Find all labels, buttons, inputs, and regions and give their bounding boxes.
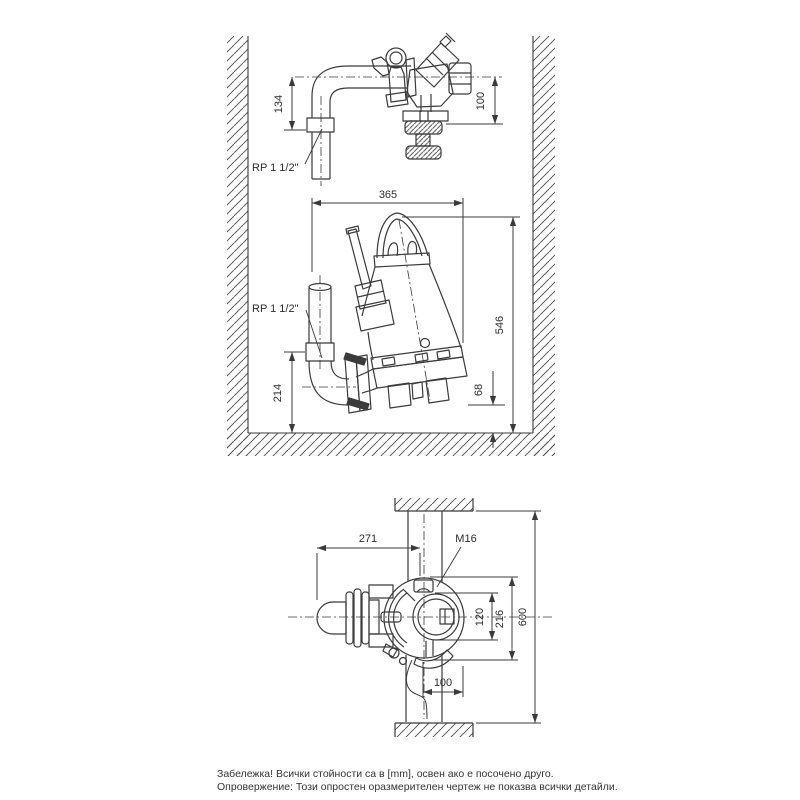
dimensions-front xyxy=(284,77,520,448)
pump-top-view xyxy=(288,498,552,737)
shaft-key xyxy=(439,608,455,625)
pit-walls-and-floor xyxy=(227,36,555,456)
guide-rail xyxy=(345,225,395,332)
dim-546 xyxy=(402,216,520,433)
pipe-coupling xyxy=(306,117,335,133)
note-line-2: Опровержение: Този опростен оразмерителе… xyxy=(217,781,618,793)
upper-wall xyxy=(394,498,474,512)
dim-68 xyxy=(468,371,505,448)
dim-365 xyxy=(311,198,464,343)
discharge-flange xyxy=(343,352,372,414)
dim-120 xyxy=(435,592,498,641)
dim-365-label: 365 xyxy=(379,189,397,201)
dim-271-label: 271 xyxy=(359,533,377,545)
dim-100-valve-label: 100 xyxy=(475,92,487,110)
rp-top-label: RP 1 1/2" xyxy=(252,162,299,174)
bracket-tab xyxy=(368,633,394,648)
elbow-pipe xyxy=(306,65,411,180)
hex-union xyxy=(448,62,472,95)
footer-notes: Забележка! Всички стойности са в [mm], о… xyxy=(217,768,618,793)
pump-body xyxy=(361,212,462,401)
left-wall-hatch xyxy=(227,36,248,456)
dim-100-offset xyxy=(422,662,464,697)
nameplate-emblem xyxy=(419,337,431,349)
flange-bolt-top xyxy=(343,352,367,366)
dim-600 xyxy=(476,510,541,724)
lifting-handle xyxy=(376,212,429,259)
dim-134-label: 134 xyxy=(273,95,285,113)
dim-216-label: 216 xyxy=(494,610,506,628)
clamp-foot xyxy=(385,91,409,108)
right-wall-hatch xyxy=(533,36,555,456)
dim-214-label: 214 xyxy=(272,384,284,402)
dim-100-valve xyxy=(446,77,503,125)
dim-120-label: 120 xyxy=(474,608,486,626)
note-line-1: Забележка! Всички стойности са в [mm], о… xyxy=(217,768,554,780)
dim-100-offset-label: 100 xyxy=(434,677,452,689)
top-clamp-band xyxy=(373,252,431,268)
dim-216 xyxy=(430,576,518,661)
leader-rp-mid xyxy=(305,309,323,359)
dim-546-label: 546 xyxy=(494,316,506,334)
clamp-claw xyxy=(371,56,390,77)
m16-label: M16 xyxy=(455,533,476,545)
flange-bolt-bottom xyxy=(346,397,370,411)
base-leg xyxy=(425,377,450,404)
cable xyxy=(405,659,428,720)
inlet-pipe xyxy=(302,275,356,406)
guide-claw-slot xyxy=(413,579,434,593)
leader-rp-top xyxy=(304,128,323,165)
pump-base xyxy=(355,345,468,409)
valve-flange xyxy=(402,110,449,122)
bolt xyxy=(388,647,400,659)
pump-body-top xyxy=(382,577,465,669)
dim-214 xyxy=(284,351,305,433)
dim-68-label: 68 xyxy=(473,384,485,396)
rp-mid-label: RP 1 1/2" xyxy=(252,303,299,315)
bracket-tab xyxy=(368,584,394,599)
pipe-clamp-bracket xyxy=(371,47,417,108)
dim-134 xyxy=(284,77,306,131)
support-foot-section xyxy=(404,120,443,160)
dimensions-top-view xyxy=(316,510,541,724)
base-leg xyxy=(387,382,412,409)
floor-hatch xyxy=(227,433,555,456)
leader-m16 xyxy=(436,546,462,588)
dimension-labels: 134 100 RP 1 1/2" 365 546 RP 1 1/2" 214 … xyxy=(252,92,529,689)
dim-271 xyxy=(316,544,421,600)
valve-assembly-view xyxy=(295,32,502,186)
valve-stem xyxy=(439,35,452,48)
lower-wall xyxy=(394,722,474,737)
valve-body xyxy=(402,32,472,122)
bolt xyxy=(398,656,408,666)
suction-pipe-top xyxy=(316,584,402,648)
pump-front-view xyxy=(302,212,468,414)
handle-tab xyxy=(413,649,454,669)
dim-600-label: 600 xyxy=(517,608,529,626)
